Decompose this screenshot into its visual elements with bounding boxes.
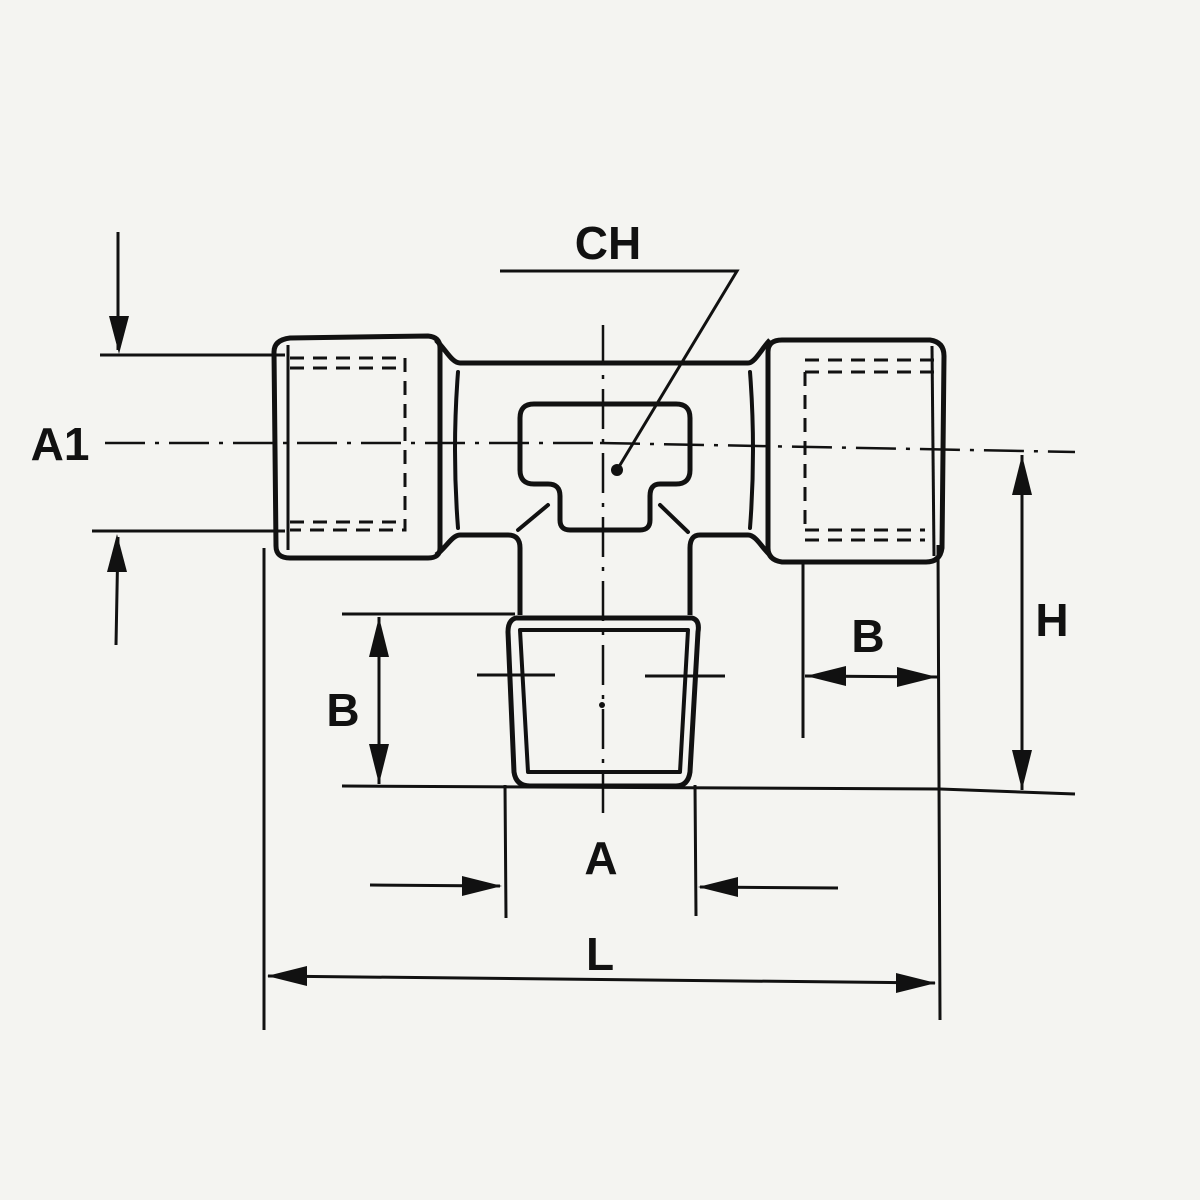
right-port-thread-lines	[803, 358, 940, 542]
label-a: A	[584, 832, 617, 884]
a1-extension-lines	[92, 353, 285, 533]
a-dimension-line	[369, 883, 839, 890]
right-port-neck	[748, 370, 755, 530]
h-arrow-bottom	[1012, 750, 1032, 790]
l-extension-lines	[262, 544, 942, 1030]
b-left-arrow-bottom	[369, 744, 389, 784]
hex-face-outline	[517, 401, 693, 533]
ch-leader-dot	[611, 464, 623, 476]
l-arrow-left	[267, 966, 307, 986]
hex-face-chamfer-left	[516, 503, 550, 532]
left-port-thread-top	[290, 356, 407, 532]
horizontal-centerline	[105, 441, 1076, 454]
a1-arrow-top	[109, 316, 129, 354]
l-arrow-right	[896, 973, 936, 993]
hex-face-chamfer-right	[658, 503, 690, 534]
left-port-outline	[271, 333, 443, 561]
center-dot	[599, 702, 605, 708]
l-dimension-line	[267, 974, 936, 985]
left-port-neck	[453, 370, 460, 530]
label-b-left: B	[326, 684, 359, 736]
right-port-thread-edge	[930, 345, 936, 557]
a1-arrow-bottom	[107, 534, 127, 572]
a1-dimension-line	[114, 232, 120, 646]
ch-leader-line	[500, 269, 740, 471]
b-right-arrow-right	[897, 667, 937, 687]
right-port-outline	[765, 337, 947, 565]
bottom-port-outline	[505, 615, 701, 789]
h-arrow-top	[1012, 455, 1032, 495]
a-arrow-left	[462, 876, 502, 896]
b-left-arrow-top	[369, 617, 389, 657]
label-h: H	[1035, 594, 1068, 646]
bottom-port-centerline	[477, 673, 725, 678]
h-extension-lines	[341, 784, 1076, 796]
label-ch: CH	[575, 217, 641, 269]
label-l: L	[586, 928, 614, 980]
b-right-arrow-left	[806, 666, 846, 686]
label-a1: A1	[31, 418, 90, 470]
a-arrow-right	[698, 877, 738, 897]
bottom-port-thread	[518, 628, 690, 774]
a-extension-lines	[503, 784, 698, 919]
label-b-right: B	[851, 610, 884, 662]
